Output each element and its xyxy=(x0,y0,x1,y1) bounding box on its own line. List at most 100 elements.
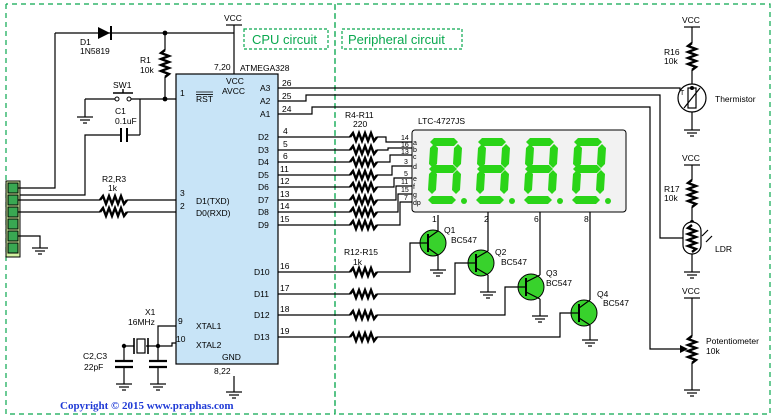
svg-text:GND: GND xyxy=(222,352,241,362)
svg-text:22pF: 22pF xyxy=(84,362,103,372)
svg-text:R2,R3: R2,R3 xyxy=(102,174,126,184)
svg-text:5: 5 xyxy=(283,139,288,149)
serial-header xyxy=(5,175,100,258)
peripheral-section-label-box xyxy=(341,28,463,50)
svg-text:D1: D1 xyxy=(80,37,91,47)
svg-text:D12: D12 xyxy=(254,310,270,320)
svg-text:16MHz: 16MHz xyxy=(128,317,155,327)
svg-text:BC547: BC547 xyxy=(451,235,477,245)
svg-text:R16: R16 xyxy=(664,47,680,57)
transistor-q3: Q3 BC547 xyxy=(517,212,572,323)
svg-text:R12-R15: R12-R15 xyxy=(344,247,378,257)
thermistor-branch: VCC R16 10k T Thermistor xyxy=(664,15,756,137)
svg-text:D9: D9 xyxy=(258,220,269,230)
svg-text:g: g xyxy=(413,192,417,199)
svg-text:BC547: BC547 xyxy=(546,278,572,288)
svg-text:10k: 10k xyxy=(140,65,154,75)
svg-text:dp: dp xyxy=(413,200,421,207)
svg-text:18: 18 xyxy=(280,304,290,314)
svg-text:VCC: VCC xyxy=(682,286,700,296)
svg-text:10k: 10k xyxy=(664,193,678,203)
diode-d1: D1 1N5819 xyxy=(80,26,112,56)
svg-text:AVCC: AVCC xyxy=(222,86,245,96)
svg-text:3: 3 xyxy=(180,188,185,198)
svg-text:7: 7 xyxy=(404,195,408,202)
svg-text:A2: A2 xyxy=(260,96,271,106)
svg-text:19: 19 xyxy=(280,326,290,336)
svg-text:D6: D6 xyxy=(258,182,269,192)
svg-text:15: 15 xyxy=(280,214,290,224)
svg-text:XTAL2: XTAL2 xyxy=(196,340,222,350)
resistor-r1: R1 10k xyxy=(140,33,171,99)
svg-text:A3: A3 xyxy=(260,83,271,93)
svg-text:2: 2 xyxy=(484,214,489,224)
svg-text:16: 16 xyxy=(401,142,409,149)
svg-text:C1: C1 xyxy=(115,106,126,116)
copyright-text: Copyright © 2015 www.praphas.com xyxy=(60,400,234,412)
svg-text:Q3: Q3 xyxy=(546,268,558,278)
svg-text:10: 10 xyxy=(176,334,186,344)
svg-text:D8: D8 xyxy=(258,207,269,217)
svg-text:16: 16 xyxy=(280,261,290,271)
svg-text:6: 6 xyxy=(283,151,288,161)
svg-text:6: 6 xyxy=(534,214,539,224)
svg-text:D5: D5 xyxy=(258,170,269,180)
svg-text:12: 12 xyxy=(280,176,290,186)
svg-text:D7: D7 xyxy=(258,195,269,205)
svg-text:10k: 10k xyxy=(706,346,720,356)
svg-text:1k: 1k xyxy=(353,257,363,267)
transistor-q2: Q2 BC547 xyxy=(467,212,527,299)
svg-text:13: 13 xyxy=(401,149,409,156)
transistor-q4: Q4 BC547 xyxy=(570,212,629,347)
svg-text:3: 3 xyxy=(404,159,408,166)
svg-text:D13: D13 xyxy=(254,332,270,342)
svg-text:R1: R1 xyxy=(140,55,151,65)
svg-text:14: 14 xyxy=(401,135,409,142)
svg-text:Q2: Q2 xyxy=(495,247,507,257)
svg-text:SW1: SW1 xyxy=(113,80,132,90)
svg-text:VCC: VCC xyxy=(682,15,700,25)
svg-text:D0(RXD): D0(RXD) xyxy=(196,208,231,218)
svg-text:A1: A1 xyxy=(260,109,271,119)
transistor-q1: Q1 BC547 xyxy=(419,215,477,277)
svg-text:Q4: Q4 xyxy=(597,289,609,299)
svg-text:17: 17 xyxy=(280,283,290,293)
resistor-r2-r3: R2,R3 1k xyxy=(98,174,176,218)
svg-text:D4: D4 xyxy=(258,157,269,167)
svg-text:0.1uF: 0.1uF xyxy=(115,116,137,126)
resistor-array-r4-r11: R4-R11 220 xyxy=(345,110,412,231)
svg-text:LDR: LDR xyxy=(715,244,732,254)
svg-text:1N5819: 1N5819 xyxy=(80,46,110,56)
cpu-section-label: CPU circuit xyxy=(252,32,317,47)
svg-text:C2,C3: C2,C3 xyxy=(83,351,107,361)
svg-text:b: b xyxy=(413,147,417,154)
svg-text:26: 26 xyxy=(282,78,292,88)
svg-text:Thermistor: Thermistor xyxy=(715,94,756,104)
svg-text:LTC-4727JS: LTC-4727JS xyxy=(418,116,465,126)
svg-text:R4-R11: R4-R11 xyxy=(345,110,374,120)
svg-text:BC547: BC547 xyxy=(603,298,629,308)
peripheral-section-label: Peripheral circuit xyxy=(348,32,445,47)
vcc-label-cpu: VCC xyxy=(224,13,242,23)
section-frames xyxy=(5,3,771,415)
svg-text:D3: D3 xyxy=(258,145,269,155)
svg-text:1: 1 xyxy=(432,214,437,224)
svg-text:e: e xyxy=(413,176,417,183)
potentiometer-branch: VCC Potentiometer 10k xyxy=(680,286,759,397)
svg-text:f: f xyxy=(413,184,415,191)
svg-text:RST: RST xyxy=(196,94,213,104)
crystal-x1: X1 16MHz xyxy=(121,307,176,360)
svg-text:11: 11 xyxy=(280,164,289,174)
svg-text:9: 9 xyxy=(178,316,183,326)
svg-text:BC547: BC547 xyxy=(501,257,527,267)
svg-text:X1: X1 xyxy=(145,307,156,317)
svg-text:24: 24 xyxy=(282,104,292,114)
svg-text:XTAL1: XTAL1 xyxy=(196,321,222,331)
reset-circuit: SW1 C1 0.1uF xyxy=(12,80,176,196)
svg-text:d: d xyxy=(413,164,417,171)
svg-text:1k: 1k xyxy=(108,183,118,193)
mcu-atmega328: ATMEGA328 7,20 VCC AVCC RST D1(TXD) D0(R… xyxy=(175,62,290,376)
seven-segment-display: LTC-4727JS a b c d e f g dp 14 16 13 3 5… xyxy=(401,116,627,224)
cpu-vcc-rail: VCC xyxy=(54,13,243,175)
svg-text:15: 15 xyxy=(401,187,409,194)
